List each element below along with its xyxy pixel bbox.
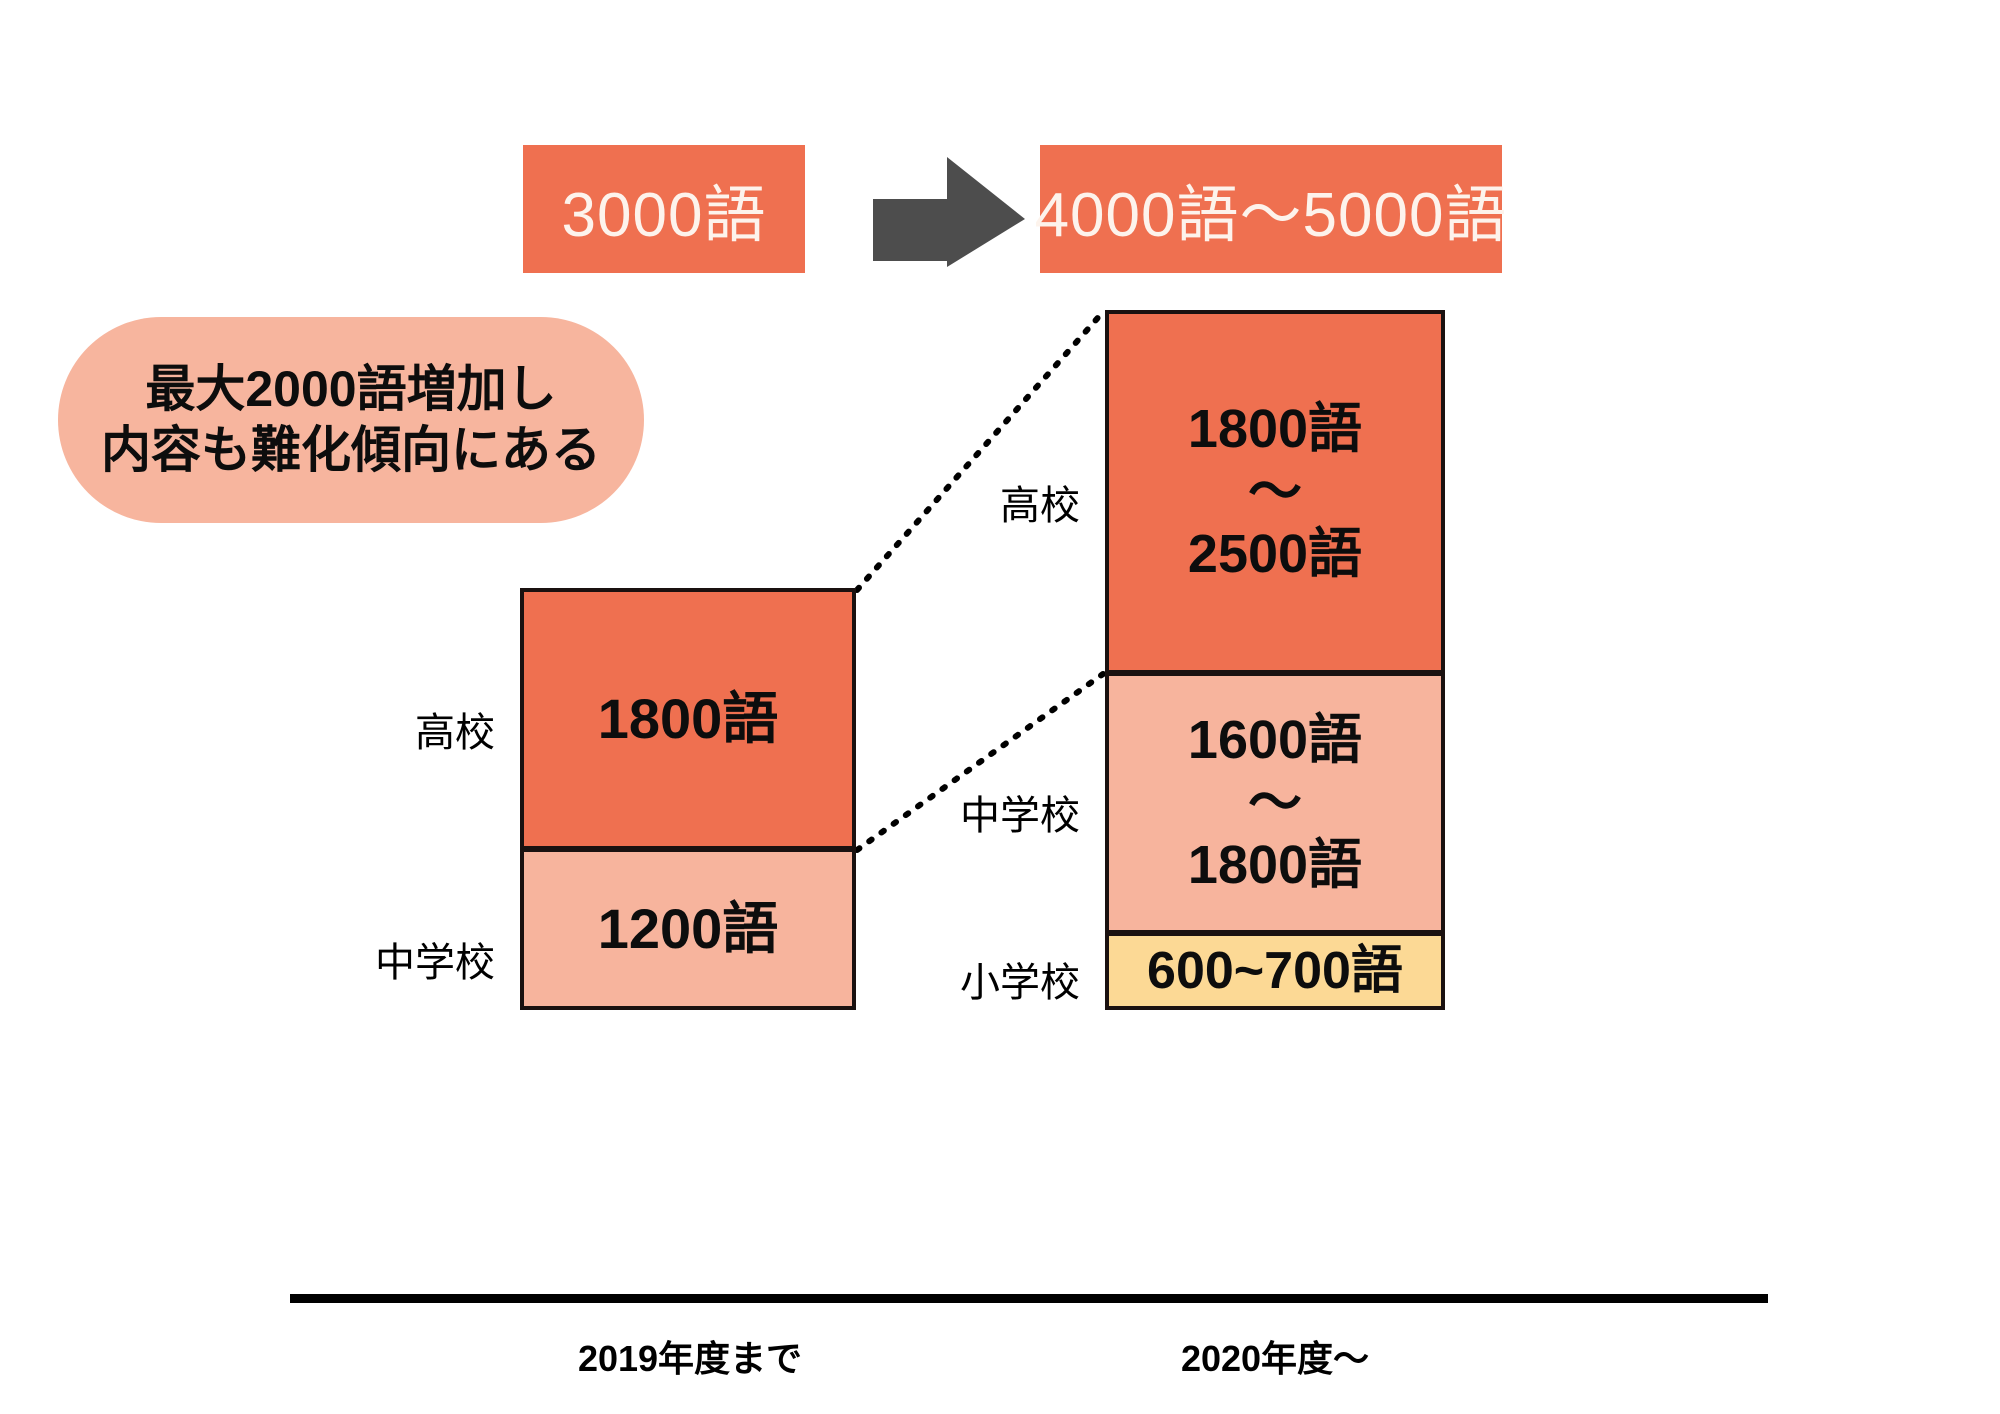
bar-value-left-junior-high: 1200語 bbox=[597, 896, 779, 960]
bar-value-left-high-school: 1800語 bbox=[597, 686, 779, 750]
bar-value-right-elementary: 600~700語 bbox=[1147, 941, 1403, 1000]
bar-segment-right-elementary: 600~700語 bbox=[1105, 932, 1445, 1010]
row-label-right-high-school: 高校 bbox=[1000, 484, 1080, 528]
x-axis-label-2019: 2019年度まで bbox=[577, 1338, 803, 1379]
bar-value-right-high-school: 1800語 〜 2500語 bbox=[1187, 399, 1363, 585]
total-words-before-banner: 3000語 bbox=[523, 145, 805, 273]
row-label-left-high-school: 高校 bbox=[415, 711, 495, 755]
bar-segment-right-junior-high: 1600語 〜 1800語 bbox=[1105, 672, 1445, 934]
row-label-right-junior-high: 中学校 bbox=[960, 794, 1080, 838]
callout-bubble: 最大2000語増加し 内容も難化傾向にある bbox=[58, 317, 644, 523]
callout-line-2: 内容も難化傾向にある bbox=[101, 422, 601, 478]
bar-segment-right-high-school: 1800語 〜 2500語 bbox=[1105, 310, 1445, 674]
row-label-left-junior-high: 中学校 bbox=[375, 941, 495, 985]
bar-value-right-junior-high: 1600語 〜 1800語 bbox=[1187, 710, 1363, 896]
total-words-after-banner: 4000語〜5000語 bbox=[1035, 145, 1506, 273]
right-arrow-icon bbox=[873, 157, 1025, 267]
bar-segment-left-high-school: 1800語 bbox=[520, 588, 856, 850]
row-label-right-elementary: 小学校 bbox=[960, 961, 1080, 1005]
callout-line-1: 最大2000語増加し bbox=[145, 361, 557, 417]
baseline-axis bbox=[290, 1294, 1768, 1303]
bar-segment-left-junior-high: 1200語 bbox=[520, 848, 856, 1010]
x-axis-label-2020: 2020年度〜 bbox=[1180, 1338, 1370, 1379]
